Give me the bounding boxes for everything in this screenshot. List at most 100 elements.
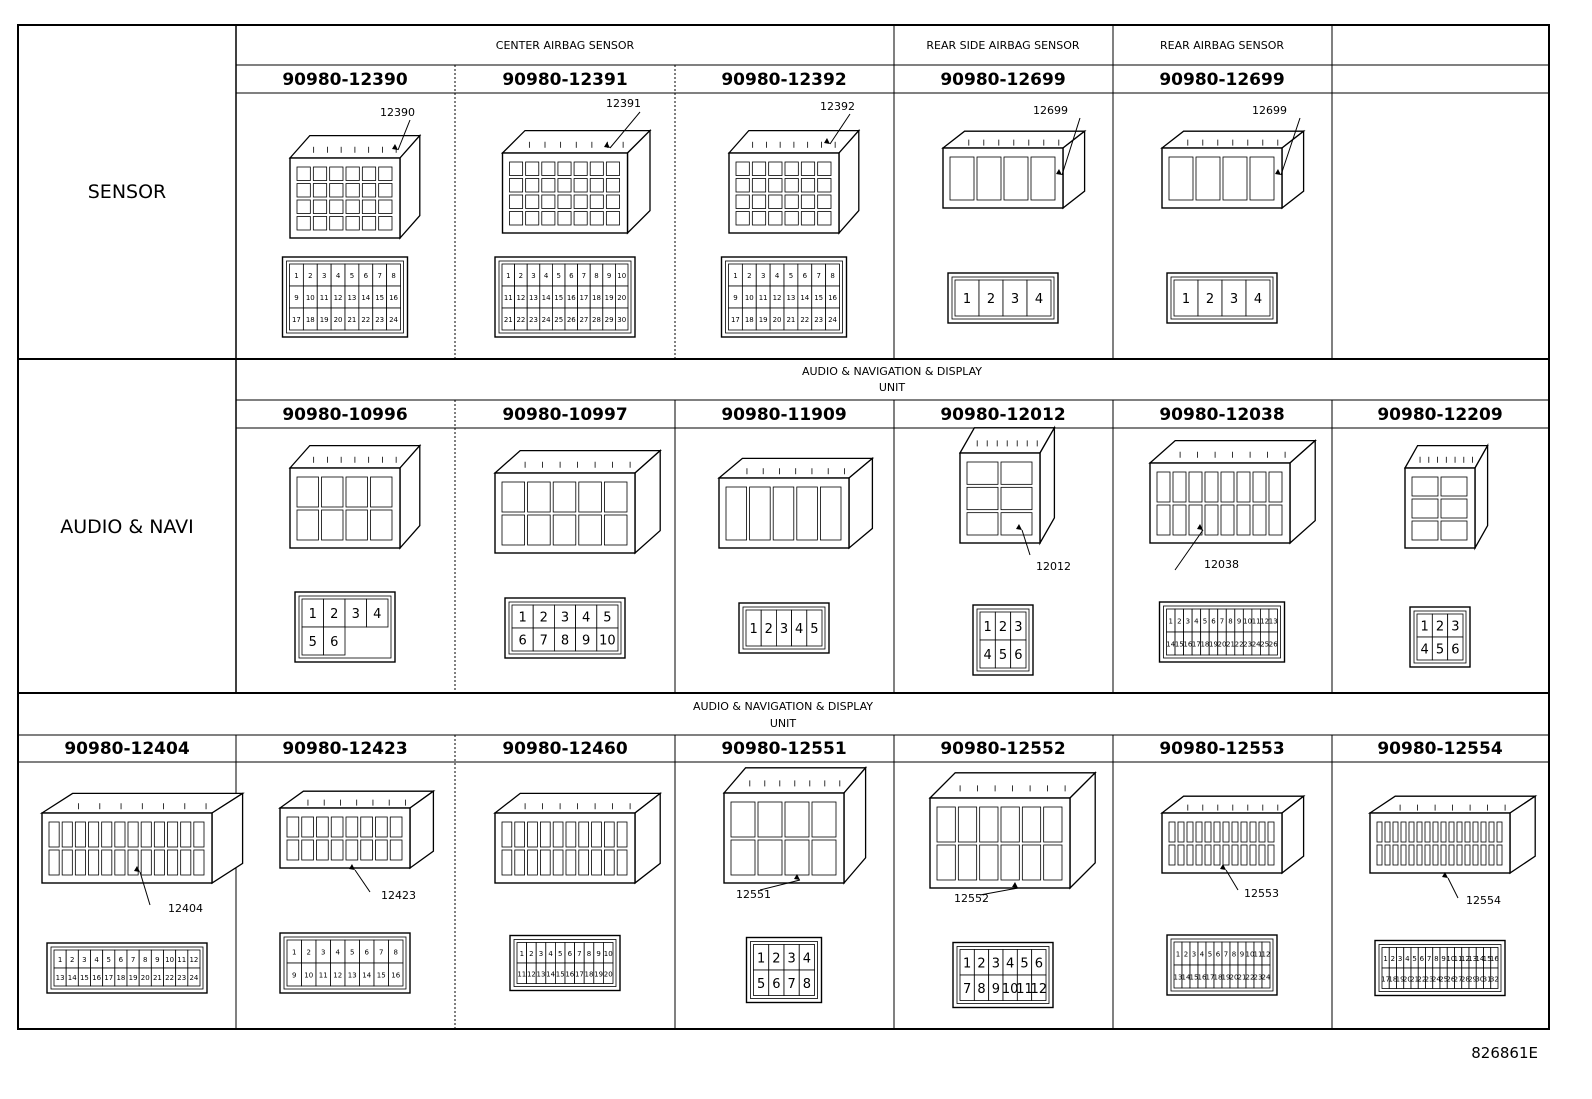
pin-number: 17 bbox=[579, 294, 588, 302]
pin-number: 27 bbox=[1454, 975, 1463, 983]
pin-number: 23 bbox=[529, 316, 538, 324]
pin-number: 11 bbox=[1454, 955, 1463, 963]
pin-number: 2 bbox=[70, 956, 74, 964]
pin-number: 8 bbox=[561, 634, 569, 649]
part-number: 90980-12699 bbox=[940, 70, 1065, 90]
pin-number: 14 bbox=[542, 294, 551, 302]
pin-number: 4 bbox=[1194, 618, 1199, 626]
pin-number: 18 bbox=[592, 294, 601, 302]
pin-number: 9 bbox=[294, 294, 298, 302]
pin-number: 19 bbox=[129, 974, 138, 982]
pin-number: 21 bbox=[153, 974, 162, 982]
connector-12553-body bbox=[1160, 794, 1306, 875]
pin-number: 7 bbox=[963, 982, 971, 997]
pin-number: 12 bbox=[334, 294, 343, 302]
pin-number: 10 bbox=[304, 972, 313, 980]
part-number: 90980-12423 bbox=[282, 739, 407, 759]
pin-number: 6 bbox=[518, 634, 526, 649]
part-number: 90980-10997 bbox=[502, 405, 627, 425]
pin-number: 2 bbox=[1184, 951, 1188, 959]
pin-number: 5 bbox=[107, 956, 111, 964]
pin-number: 2 bbox=[330, 607, 338, 622]
pin-number: 9 bbox=[292, 972, 296, 980]
part-number: 90980-12392 bbox=[721, 70, 846, 90]
pin-number: 16 bbox=[1490, 955, 1499, 963]
pin-number: 16 bbox=[1183, 641, 1192, 649]
pin-number: 22 bbox=[1246, 974, 1255, 982]
pin-number: 20 bbox=[1218, 641, 1227, 649]
connector-12391-body bbox=[500, 129, 652, 235]
connector-12390-body bbox=[288, 133, 422, 240]
pin-number: 1 bbox=[294, 272, 298, 280]
pin-number: 11 bbox=[319, 972, 328, 980]
pin-number: 5 bbox=[556, 272, 560, 280]
pin-number: 3 bbox=[787, 951, 795, 966]
connector-12209-body bbox=[1403, 443, 1489, 551]
pin-number: 7 bbox=[1220, 618, 1224, 626]
pin-number: 16 bbox=[1198, 974, 1207, 982]
callout-leader bbox=[134, 866, 151, 906]
pin-number: 12 bbox=[189, 956, 198, 964]
pin-number: 6 bbox=[772, 977, 780, 992]
pin-number: 1 bbox=[292, 949, 296, 957]
pin-number: 23 bbox=[814, 316, 823, 324]
pin-number: 15 bbox=[80, 974, 89, 982]
pin-number: 30 bbox=[617, 316, 626, 324]
pin-number: 20 bbox=[141, 974, 150, 982]
pin-number: 2 bbox=[999, 620, 1007, 635]
pin-number: 18 bbox=[1200, 641, 1209, 649]
pin-number: 6 bbox=[330, 635, 338, 650]
pin-number: 3 bbox=[539, 950, 543, 958]
pin-number: 3 bbox=[322, 272, 326, 280]
pin-number: 10 bbox=[165, 956, 174, 964]
pin-number: 4 bbox=[94, 956, 99, 964]
part-number: 90980-11909 bbox=[721, 405, 846, 425]
pin-number: 5 bbox=[1020, 956, 1028, 971]
pin-number: 5 bbox=[1203, 618, 1207, 626]
pin-number: 21 bbox=[1238, 974, 1247, 982]
pin-number: 8 bbox=[803, 977, 811, 992]
pin-number: 6 bbox=[1420, 955, 1425, 963]
pin-number: 3 bbox=[321, 949, 325, 957]
pin-number: 18 bbox=[116, 974, 125, 982]
pin-number: 1 bbox=[749, 622, 757, 637]
pin-number: 24 bbox=[828, 316, 837, 324]
pin-number: 5 bbox=[1412, 955, 1416, 963]
pin-number: 20 bbox=[1403, 975, 1412, 983]
pin-number: 10 bbox=[306, 294, 315, 302]
pin-number: 8 bbox=[143, 956, 147, 964]
part-number: 90980-12554 bbox=[1377, 739, 1503, 759]
pin-number: 13 bbox=[1174, 974, 1183, 982]
part-number: 90980-12012 bbox=[940, 405, 1065, 425]
pin-number: 3 bbox=[1192, 951, 1196, 959]
part-number: 90980-12551 bbox=[721, 739, 846, 759]
callout-label: 12423 bbox=[381, 889, 416, 902]
pin-number: 4 bbox=[1035, 292, 1043, 307]
connector-12699-body bbox=[1160, 129, 1306, 210]
pin-number: 12 bbox=[1262, 951, 1271, 959]
pin-number: 6 bbox=[803, 272, 808, 280]
pin-number: 1 bbox=[1176, 951, 1180, 959]
pin-number: 24 bbox=[389, 316, 398, 324]
pin-number: 8 bbox=[394, 949, 398, 957]
pin-number: 32 bbox=[1490, 975, 1499, 983]
pin-number: 5 bbox=[350, 949, 354, 957]
callout-label: 12390 bbox=[380, 106, 415, 119]
pin-number: 6 bbox=[119, 956, 124, 964]
pin-number: 18 bbox=[745, 316, 754, 324]
pin-number: 15 bbox=[556, 970, 565, 978]
figure-id: 826861E bbox=[1471, 1044, 1538, 1062]
pin-number: 28 bbox=[1461, 975, 1470, 983]
pin-number: 6 bbox=[1451, 643, 1459, 658]
pin-number: 17 bbox=[575, 970, 584, 978]
pin-number: 9 bbox=[596, 950, 600, 958]
